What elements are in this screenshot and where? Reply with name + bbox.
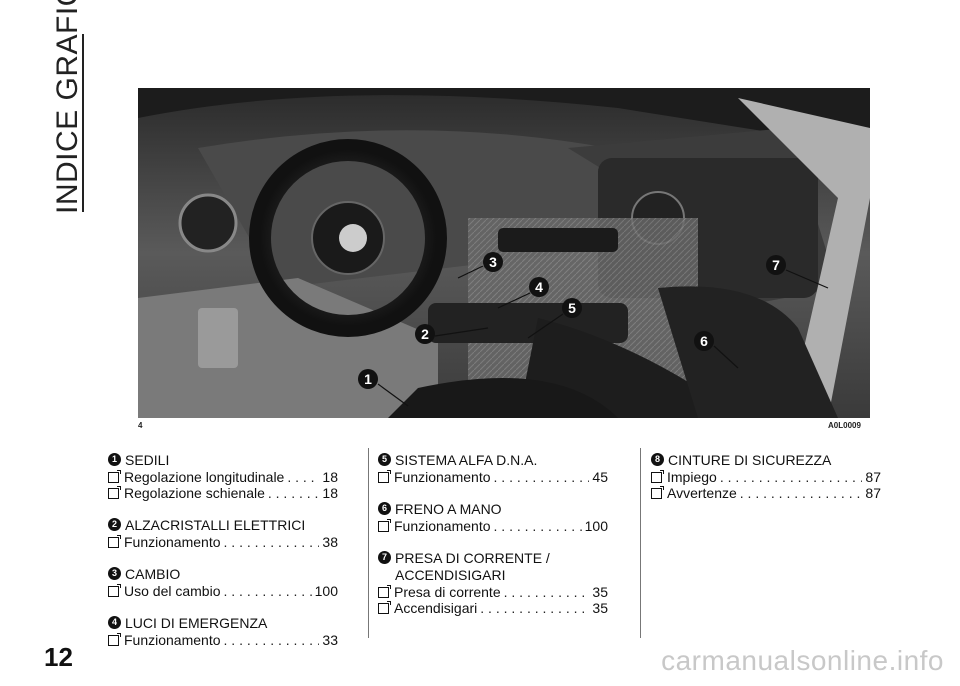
side-title-rule [82, 34, 84, 212]
section-title: SISTEMA ALFA D.N.A. [395, 452, 538, 468]
page-ref: 100 [314, 583, 338, 599]
leader-dots [494, 518, 582, 534]
callout-1: 1 [358, 369, 378, 389]
svg-text:6: 6 [700, 333, 708, 349]
section-title: ALZACRISTALLI ELETTRICI [125, 517, 306, 533]
index-section-6: 6 FRENO A MANO Funzionamento100 [378, 501, 608, 534]
index-section-5: 5 SISTEMA ALFA D.N.A. Funzionamento45 [378, 452, 608, 485]
svg-text:5: 5 [568, 300, 576, 316]
section-title: SEDILI [125, 452, 170, 468]
index-entry[interactable]: Impiego87 [651, 469, 881, 485]
page-ref: 87 [865, 469, 881, 485]
callout-4: 4 [529, 277, 549, 297]
column-divider [640, 448, 641, 638]
callout-markers: 1 2 3 4 5 6 7 [358, 252, 786, 389]
index-section-2: 2 ALZACRISTALLI ELETTRICI Funzionamento38 [108, 517, 338, 550]
callout-7: 7 [766, 255, 786, 275]
index-entry[interactable]: Funzionamento45 [378, 469, 608, 485]
bullet-icon [378, 518, 391, 532]
column-divider [368, 448, 369, 638]
leader-dots [494, 469, 590, 485]
index-section-8: 8 CINTURE DI SICUREZZA Impiego87 Avverten… [651, 452, 881, 501]
index-entry[interactable]: Uso del cambio100 [108, 583, 338, 599]
index-section-1: 1 SEDILI Regolazione longitudinale18 Rego… [108, 452, 338, 501]
index-entry[interactable]: Regolazione longitudinale18 [108, 469, 338, 485]
index-entry[interactable]: Regolazione schienale18 [108, 485, 338, 501]
figure-code: A0L0009 [828, 421, 861, 430]
bullet-icon [108, 485, 121, 499]
svg-text:7: 7 [772, 257, 780, 273]
index-entry[interactable]: Accendisigari35 [378, 600, 608, 616]
index-section-3: 3 CAMBIO Uso del cambio100 [108, 566, 338, 599]
bullet-icon [651, 485, 664, 499]
bullet-icon [651, 469, 664, 483]
page-ref: 87 [865, 485, 881, 501]
section-number-badge: 6 [378, 502, 391, 515]
section-title: CINTURE DI SICUREZZA [668, 452, 832, 468]
page-number: 12 [44, 642, 73, 672]
page-ref: 35 [592, 600, 608, 616]
section-title: LUCI DI EMERGENZA [125, 615, 268, 631]
leader-dots [224, 534, 320, 550]
index-entry[interactable]: Presa di corrente35 [378, 584, 608, 600]
index-entry[interactable]: Avvertenze87 [651, 485, 881, 501]
index-section-7: 7 PRESA DI CORRENTE / ACCENDISIGARI Presa… [378, 550, 608, 616]
index-column-2: 5 SISTEMA ALFA D.N.A. Funzionamento45 6 FR… [378, 452, 608, 632]
section-number-badge: 8 [651, 453, 664, 466]
svg-text:2: 2 [421, 326, 429, 342]
figure-number: 4 [138, 421, 143, 430]
page-ref: 18 [322, 485, 338, 501]
leader-dots [720, 469, 863, 485]
section-title: CAMBIO [125, 566, 181, 582]
page-ref: 100 [584, 518, 608, 534]
leader-dots [224, 632, 320, 648]
leader-dots [224, 583, 312, 599]
leader-dots [740, 485, 863, 501]
page-ref: 35 [592, 584, 608, 600]
watermark: carmanualsonline.info [661, 645, 944, 676]
index-entry[interactable]: Funzionamento38 [108, 534, 338, 550]
section-number-badge: 4 [108, 616, 121, 629]
section-number-badge: 5 [378, 453, 391, 466]
bullet-icon [108, 632, 121, 646]
callout-3: 3 [483, 252, 503, 272]
index-column-3: 8 CINTURE DI SICUREZZA Impiego87 Avverten… [651, 452, 881, 517]
callout-6: 6 [694, 331, 714, 351]
leader-dots [287, 469, 319, 485]
bullet-icon [108, 534, 121, 548]
svg-text:4: 4 [535, 279, 543, 295]
bullet-icon [378, 584, 391, 598]
callout-5: 5 [562, 298, 582, 318]
section-number-badge: 1 [108, 453, 121, 466]
bullet-icon [108, 583, 121, 597]
section-number-badge: 3 [108, 567, 121, 580]
bullet-icon [378, 600, 391, 614]
leader-dots [504, 584, 590, 600]
leader-dots [268, 485, 320, 501]
index-section-4: 4 LUCI DI EMERGENZA Funzionamento33 [108, 615, 338, 648]
section-title: FRENO A MANO [395, 501, 502, 517]
svg-text:1: 1 [364, 371, 372, 387]
section-title: PRESA DI CORRENTE / ACCENDISIGARI [395, 550, 550, 583]
leader-dots [480, 600, 589, 616]
index-entry[interactable]: Funzionamento100 [378, 518, 608, 534]
section-number-badge: 2 [108, 518, 121, 531]
page-ref: 18 [322, 469, 338, 485]
index-entry[interactable]: Funzionamento33 [108, 632, 338, 648]
section-number-badge: 7 [378, 551, 391, 564]
bullet-icon [108, 469, 121, 483]
svg-text:3: 3 [489, 254, 497, 270]
page-ref: 45 [592, 469, 608, 485]
page-ref: 33 [322, 632, 338, 648]
bullet-icon [378, 469, 391, 483]
interior-photo: 1 2 3 4 5 6 7 [138, 88, 870, 418]
page-ref: 38 [322, 534, 338, 550]
index-column-1: 1 SEDILI Regolazione longitudinale18 Rego… [108, 452, 338, 664]
callout-2: 2 [415, 324, 435, 344]
